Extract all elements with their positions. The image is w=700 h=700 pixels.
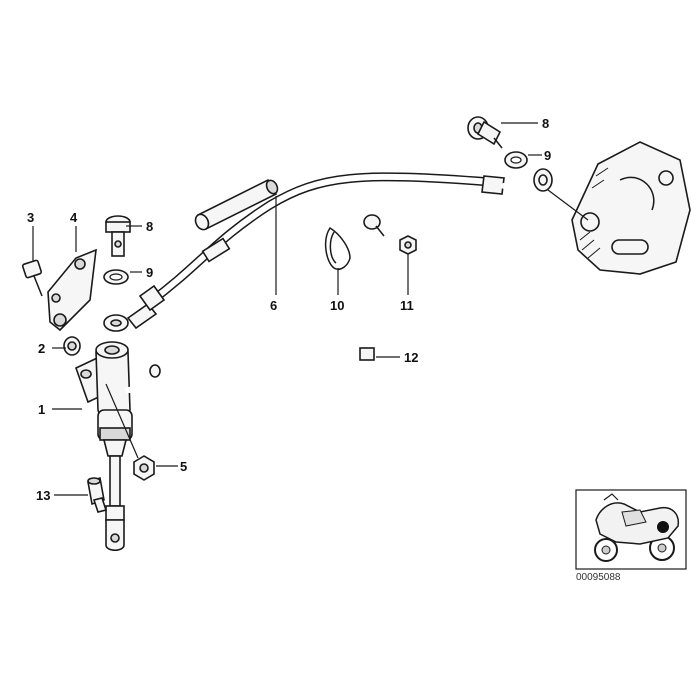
- callout-9-right: 9: [544, 148, 551, 163]
- callout-8-left: 8: [146, 219, 153, 234]
- bolt-3: [21, 259, 43, 297]
- callout-2: 2: [38, 341, 45, 356]
- callout-10: 10: [330, 298, 344, 313]
- callout-3: 3: [27, 210, 34, 225]
- callout-4: 4: [70, 210, 78, 225]
- brake-master-cylinder: [75, 341, 161, 552]
- mounting-bracket: [47, 248, 97, 332]
- nut-11: [399, 235, 417, 255]
- washer-left-upper: [103, 269, 129, 285]
- gearbox-housing: [571, 141, 691, 275]
- hose-clip: [194, 178, 279, 231]
- callout-13: 13: [36, 488, 50, 503]
- motorcycle-thumbnail: [575, 489, 687, 570]
- callouts: 3 4 8 9 2 1 5 13 6 8 9 10 11 12: [27, 116, 551, 503]
- location-marker: [657, 521, 669, 533]
- clamp-10: [324, 226, 351, 270]
- callout-12: 12: [404, 350, 418, 365]
- washer-left-lower: [103, 314, 129, 332]
- sensor-cable-12: [340, 347, 401, 405]
- callout-6: 6: [270, 298, 277, 313]
- banjo-bolt-left: [105, 215, 131, 257]
- callout-8-right: 8: [542, 116, 549, 131]
- callout-9-left: 9: [146, 265, 153, 280]
- leader-lines: [32, 122, 589, 496]
- callout-11: 11: [400, 298, 414, 313]
- brake-hose: [126, 168, 553, 330]
- screw: [363, 214, 385, 237]
- elbow-fitting-13: [87, 476, 108, 513]
- banjo-bolt-right: [467, 116, 503, 149]
- reference-number: 00095088: [576, 572, 621, 583]
- nut-5: [133, 455, 155, 481]
- callout-5: 5: [180, 459, 187, 474]
- sleeve-2: [63, 336, 81, 356]
- callout-1: 1: [38, 402, 45, 417]
- washer-right: [504, 151, 528, 169]
